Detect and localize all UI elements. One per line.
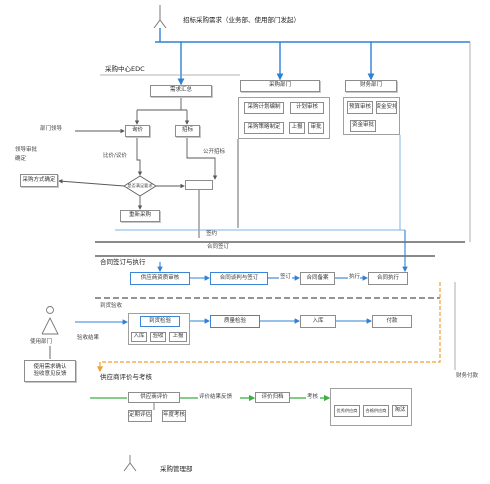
sub-report-node: 上报: [169, 332, 187, 342]
tender-node: 招标: [175, 125, 200, 137]
user-box-line1: 使用需求确认: [33, 363, 67, 370]
user-box-line2: 验收意见反馈: [33, 371, 67, 377]
sign-label: 签约: [206, 231, 218, 237]
level-out-node: 淘汰: [392, 405, 408, 417]
leader-approve-label: 领导审批: [15, 147, 38, 153]
qualification-node: 供应商资质审核: [130, 272, 190, 285]
result-label: 验收结果: [77, 335, 100, 341]
budget-node: 预算审核: [347, 101, 373, 114]
contract-section-title: 合同签订与执行: [100, 258, 146, 266]
eval-archive-node: 评价归档: [255, 392, 290, 403]
evaluate-node: 供应商评价: [128, 392, 180, 403]
acceptance-section-title: 到货验收: [100, 303, 123, 309]
plan-node: 采购计划编制: [244, 102, 284, 114]
open-tender-label: 公开招标: [203, 149, 226, 155]
leader-label: 部门领导: [40, 126, 63, 132]
archive-node: 合同备案: [300, 272, 335, 285]
purchase-dept-node: 采购部门: [240, 80, 320, 92]
report-node: 上报: [289, 122, 305, 134]
approve-node: 审批: [308, 122, 324, 134]
initiator-person-icon: [153, 5, 167, 29]
inspection-node: 到货检验: [140, 316, 180, 327]
feedback-dashed-loop: [97, 282, 441, 373]
contract-connectors: [157, 230, 408, 281]
feedback-label: 评价结果反馈: [199, 394, 233, 400]
decision-diamond: [123, 175, 157, 197]
demand-bus-line: [155, 28, 470, 86]
sub-check-node: 验收: [150, 332, 166, 342]
annual-node: 年度考核: [162, 410, 186, 422]
compare-label: 比价/议价: [103, 153, 127, 159]
assess-label: 考核: [307, 394, 319, 400]
decision-target-box: [185, 180, 213, 190]
level-ok-node: 合格供应商: [363, 405, 389, 417]
decision-label: 是否满足要求: [127, 182, 153, 188]
to-archive-label: 签订: [280, 274, 292, 280]
owner-person-icon: [123, 455, 137, 472]
contract-sign-label: 合同签订: [207, 244, 230, 250]
to-exec-label: 执行: [349, 274, 361, 280]
user-dept-label: 使用部门: [30, 339, 53, 345]
execution-node: 合同执行: [368, 272, 408, 285]
user-dept-person-icon: [41, 306, 59, 359]
finance-dept-node: 财务部门: [345, 80, 397, 92]
evaluation-section-title: 供应商评价与考核: [100, 373, 152, 381]
storage-node: 入库: [300, 315, 336, 328]
owner-label: 采购管理部: [160, 465, 193, 473]
process-title: 招标采购需求（业务部、使用部门发起）: [183, 16, 300, 24]
retry-node: 重新采购: [120, 210, 160, 222]
sourcing-connectors: [58, 97, 239, 238]
plan-review-node: 计划审核: [290, 102, 324, 114]
center-label: 采购中心EDC: [105, 65, 145, 73]
fund-approve-node: 资金审批: [350, 120, 376, 132]
fund-node: 资金安排: [376, 101, 397, 114]
strategy-node: 采购策略制定: [244, 122, 284, 134]
approval-return-line: [115, 135, 405, 231]
level-good-node: 优秀供应商: [334, 405, 360, 417]
leader-confirm-label: 确定: [15, 156, 27, 162]
summary-node: 需求汇总: [150, 85, 212, 97]
negotiation-node: 合同谈判与签订: [210, 272, 268, 285]
method-node: 采购方式确定: [20, 174, 58, 187]
quality-node: 质量检验: [210, 315, 260, 328]
inquiry-node: 询价: [125, 125, 150, 137]
acceptance-connectors: [75, 318, 373, 325]
periodic-node: 定期评估: [128, 410, 152, 422]
payment-node: 付款: [372, 315, 412, 328]
user-dept-node: 使用需求确认 验收意见反馈: [24, 360, 76, 382]
sub-storage-node: 入库: [131, 332, 147, 342]
finance-pay-label: 财务付款: [456, 373, 479, 379]
